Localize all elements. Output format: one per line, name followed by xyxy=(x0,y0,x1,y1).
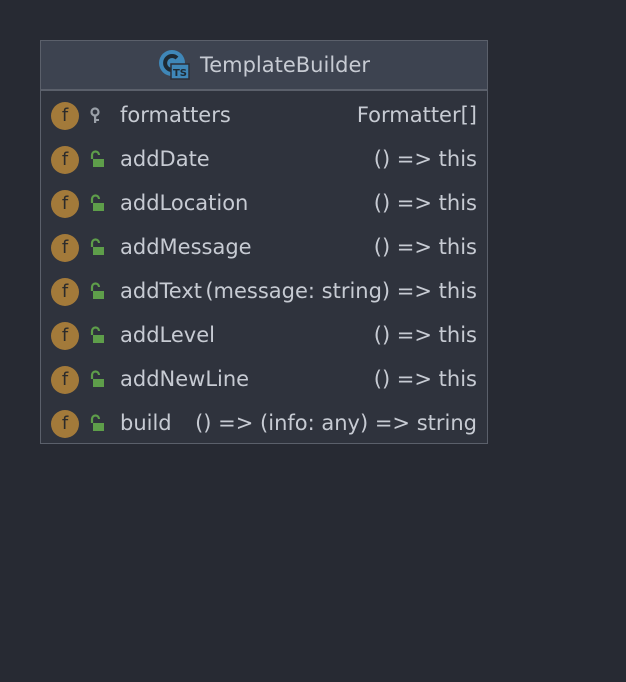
public-lock-icon xyxy=(87,414,107,434)
member-row[interactable]: f addLocation () => this xyxy=(41,182,487,226)
member-name: addDate xyxy=(120,147,210,171)
field-icon: f xyxy=(51,278,79,306)
member-row[interactable]: f addMessage () => this xyxy=(41,226,487,270)
member-name: addNewLine xyxy=(120,367,250,391)
class-header: TS TemplateBuilder xyxy=(41,41,487,91)
member-row[interactable]: f addLevel () => this xyxy=(41,314,487,358)
ts-badge-text: TS xyxy=(173,68,187,79)
member-type: Formatter[] xyxy=(356,103,477,127)
member-type: () => (info: any) => string xyxy=(195,411,477,435)
member-type: () => this xyxy=(373,235,477,259)
field-icon: f xyxy=(51,190,79,218)
member-name: addText xyxy=(120,279,203,303)
member-row[interactable]: f build () => (info: any) => string xyxy=(41,402,487,446)
public-lock-icon xyxy=(87,326,107,346)
member-type: () => this xyxy=(373,323,477,347)
member-type: (message: string) => this xyxy=(205,279,477,303)
member-row[interactable]: f addText(message: string) => this xyxy=(41,270,487,314)
member-name: build xyxy=(120,411,172,435)
member-name: addMessage xyxy=(120,235,252,259)
public-lock-icon xyxy=(87,194,107,214)
field-icon: f xyxy=(51,102,79,130)
member-type: () => this xyxy=(373,191,477,215)
private-key-icon xyxy=(87,106,107,126)
field-icon: f xyxy=(51,322,79,350)
class-name: TemplateBuilder xyxy=(199,53,371,77)
member-list: f formatters Formatter[] f addDate () => this… xyxy=(41,91,487,446)
member-name: addLevel xyxy=(120,323,215,347)
uml-class-box: TS TemplateBuilder f formatters Formatter[… xyxy=(40,40,488,444)
field-icon: f xyxy=(51,366,79,394)
typescript-class-icon: TS xyxy=(158,49,190,81)
member-type: () => this xyxy=(373,147,477,171)
member-type: () => this xyxy=(373,367,477,391)
public-lock-icon xyxy=(87,238,107,258)
member-row[interactable]: f addDate () => this xyxy=(41,138,487,182)
public-lock-icon xyxy=(87,282,107,302)
field-icon: f xyxy=(51,234,79,262)
member-name: formatters xyxy=(120,103,231,127)
member-row[interactable]: f addNewLine () => this xyxy=(41,358,487,402)
member-name: addLocation xyxy=(120,191,249,215)
member-row[interactable]: f formatters Formatter[] xyxy=(41,94,487,138)
field-icon: f xyxy=(51,146,79,174)
public-lock-icon xyxy=(87,150,107,170)
public-lock-icon xyxy=(87,370,107,390)
field-icon: f xyxy=(51,410,79,438)
